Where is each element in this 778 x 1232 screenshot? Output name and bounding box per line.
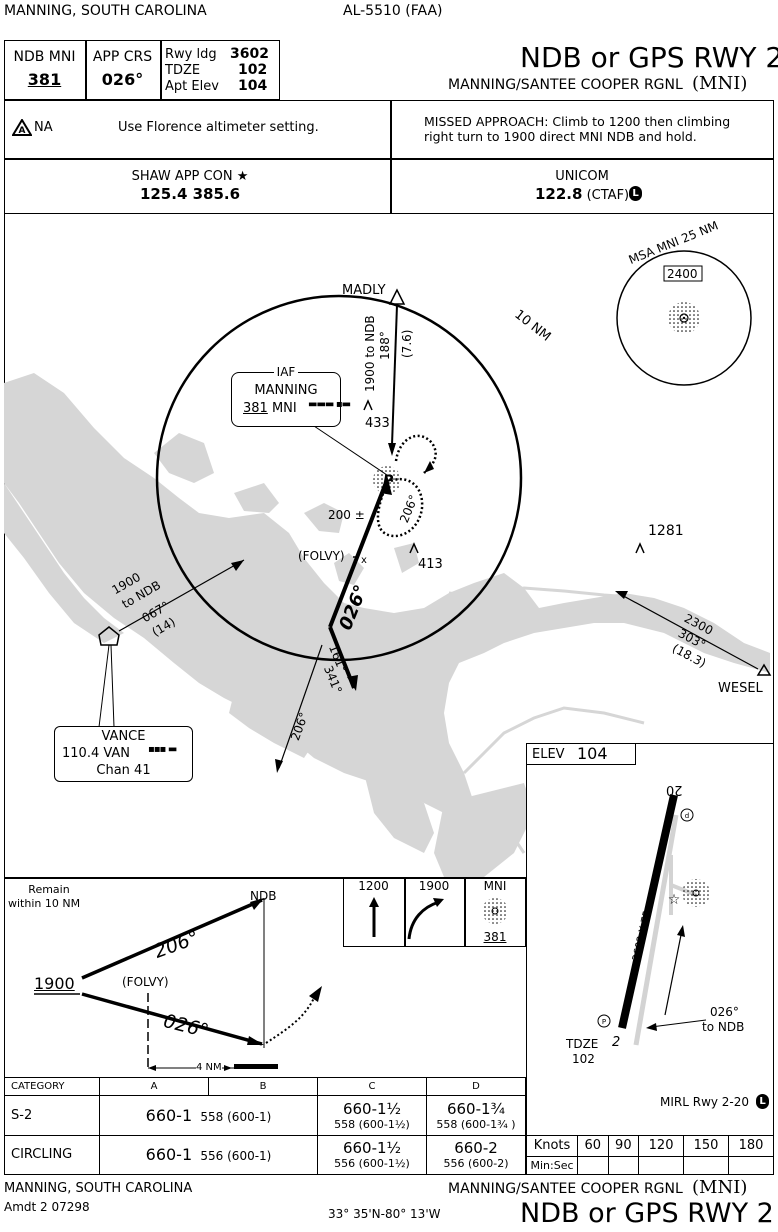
footer-amendment: Amdt 2 07298 xyxy=(4,1200,90,1214)
profile-altitude-1900: 1900 xyxy=(34,974,75,993)
ctaf-badge-icon: L xyxy=(629,186,642,201)
approach-title: NDB or GPS RWY 2 xyxy=(520,41,778,74)
madly-triangle-icon xyxy=(388,288,406,305)
ndb-hold-icon xyxy=(482,898,508,924)
runway-20-label: 20 xyxy=(666,782,683,797)
approach-frequencies: 125.4 385.6 xyxy=(139,185,241,203)
svg-text:d: d xyxy=(685,812,689,820)
approach-control: SHAW APP CON ★ xyxy=(131,169,249,184)
ma-1900-label: 1900 xyxy=(418,879,450,893)
altitude-200: 200 ± xyxy=(328,508,365,522)
final-approach-course xyxy=(328,479,389,628)
tdze-diagram-label: TDZE xyxy=(566,1037,599,1051)
folvy-label: (FOLVY) xyxy=(298,549,345,563)
remain-label: Remain xyxy=(28,883,70,896)
alternate-na-icon: A xyxy=(12,119,32,136)
obstacle-413: 413 xyxy=(418,557,443,572)
airport-id: (MNI) xyxy=(692,73,748,94)
manning-label: MANNING xyxy=(254,383,318,398)
minimums-table: CATEGORY A B C D S-2 660-1 558 (600-1) 6… xyxy=(4,1077,526,1175)
madly-distance: (7.6) xyxy=(400,329,414,358)
svg-text:☆: ☆ xyxy=(668,892,681,908)
ndb-frequency: 381 xyxy=(27,70,62,89)
footer-coordinates: 33° 35'N-80° 13'W xyxy=(328,1207,441,1221)
speed-table: Knots 60 90 120 150 180 Min:Sec xyxy=(526,1135,774,1176)
iaf-label: IAF xyxy=(231,365,341,379)
svg-text:P: P xyxy=(602,1018,606,1026)
obstacle-icons xyxy=(363,399,645,554)
unicom-label: UNICOM xyxy=(555,169,609,184)
ten-nm-ring xyxy=(155,294,523,662)
apt-elev-label: Apt Elev xyxy=(165,79,219,94)
elev-label: ELEV xyxy=(532,747,565,762)
svg-text:x: x xyxy=(361,555,367,566)
runway-2-20 xyxy=(618,794,678,1029)
ma-graphics xyxy=(369,897,508,940)
briefing-box xyxy=(4,40,280,100)
procedure-id: AL-5510 (FAA) xyxy=(343,3,443,19)
airport-name: MANNING/SANTEE COOPER RGNL xyxy=(448,77,683,93)
footer-state: MANNING, SOUTH CAROLINA xyxy=(4,1181,193,1196)
madly-label: MADLY xyxy=(342,283,386,298)
rwy-ldg-label: Rwy ldg xyxy=(165,47,217,62)
alternate-na: NA xyxy=(34,120,53,135)
missed-approach-icons xyxy=(343,877,526,947)
plan-view-frame xyxy=(4,213,774,1175)
right-turn-icon xyxy=(407,900,440,940)
wesel-label: WESEL xyxy=(718,681,763,696)
vance-vortac-icon xyxy=(98,626,120,646)
profile-distance: 4 NM xyxy=(196,1062,222,1073)
lighting-badge-icon: L xyxy=(756,1094,769,1109)
msa-circle xyxy=(616,250,752,386)
tdze-label: TDZE xyxy=(165,63,201,78)
mirl-label: MIRL Rwy 2-20 xyxy=(660,1095,750,1109)
manning-frequency: 381 MNI xyxy=(243,401,297,416)
unicom-frequency: 122.8 (CTAF) xyxy=(535,185,630,203)
lake-marion xyxy=(4,373,770,877)
tdze-diagram-value: 102 xyxy=(572,1052,595,1066)
apt-elev-value: 104 xyxy=(238,78,268,94)
morse-code-icon: ▬▬▬ ▪▬ xyxy=(308,399,351,410)
runway-diagram: ☆ d P xyxy=(597,794,710,1046)
profile-folvy: (FOLVY) xyxy=(122,975,169,989)
obstacle-433: 433 xyxy=(365,416,390,431)
star-icon: ★ xyxy=(236,169,249,184)
rwy-ldg-value: 3602 xyxy=(230,46,269,62)
obstacle-1281: 1281 xyxy=(648,523,684,539)
plan-view: P x xyxy=(4,250,772,877)
tdze-value: 102 xyxy=(238,62,268,78)
svg-text:A: A xyxy=(19,126,26,136)
ma-mni-frequency: 381 xyxy=(483,930,507,944)
altimeter-note: Use Florence altimeter setting. xyxy=(118,120,319,135)
madly-course: 188° xyxy=(378,331,392,360)
footer-airport: MANNING/SANTEE COOPER RGNL xyxy=(448,1181,683,1197)
elev-box xyxy=(526,743,636,765)
vance-name: VANCE xyxy=(101,729,146,744)
missed-approach-line-1: MISSED APPROACH: Climb to 1200 then clim… xyxy=(424,114,731,129)
remain-within: within 10 NM xyxy=(8,897,81,910)
missed-approach-line-2: right turn to 1900 direct MNI NDB and ho… xyxy=(424,129,697,144)
wesel-triangle-icon xyxy=(756,663,772,676)
vance-morse-icon: ▪▪▪ ▬ xyxy=(148,744,177,755)
ma-mni-label: MNI xyxy=(483,879,507,893)
diagram-to-ndb: to NDB xyxy=(702,1020,745,1034)
app-crs-value: 026° xyxy=(101,70,144,89)
ma-1200-label: 1200 xyxy=(358,879,389,893)
state-name: MANNING, SOUTH CAROLINA xyxy=(4,3,207,19)
footer-airport-id: (MNI) xyxy=(692,1177,748,1198)
elev-value: 104 xyxy=(577,744,608,763)
vance-info-box xyxy=(54,726,193,782)
footer-title: NDB or GPS RWY 2 xyxy=(520,1198,774,1229)
msa-altitude: 2400 xyxy=(667,267,698,281)
madly-altitude: 1900 to NDB xyxy=(363,315,377,392)
vance-frequency: 110.4 VAN xyxy=(62,746,131,761)
ndb-label: NDB MNI xyxy=(13,49,76,65)
vance-channel: Chan 41 xyxy=(96,763,151,778)
app-crs-label: APP CRS xyxy=(92,49,153,65)
diagram-course-026: 026° xyxy=(710,1005,739,1019)
runway-2-label: 2 xyxy=(612,1035,621,1050)
profile-ndb: NDB xyxy=(250,889,277,903)
